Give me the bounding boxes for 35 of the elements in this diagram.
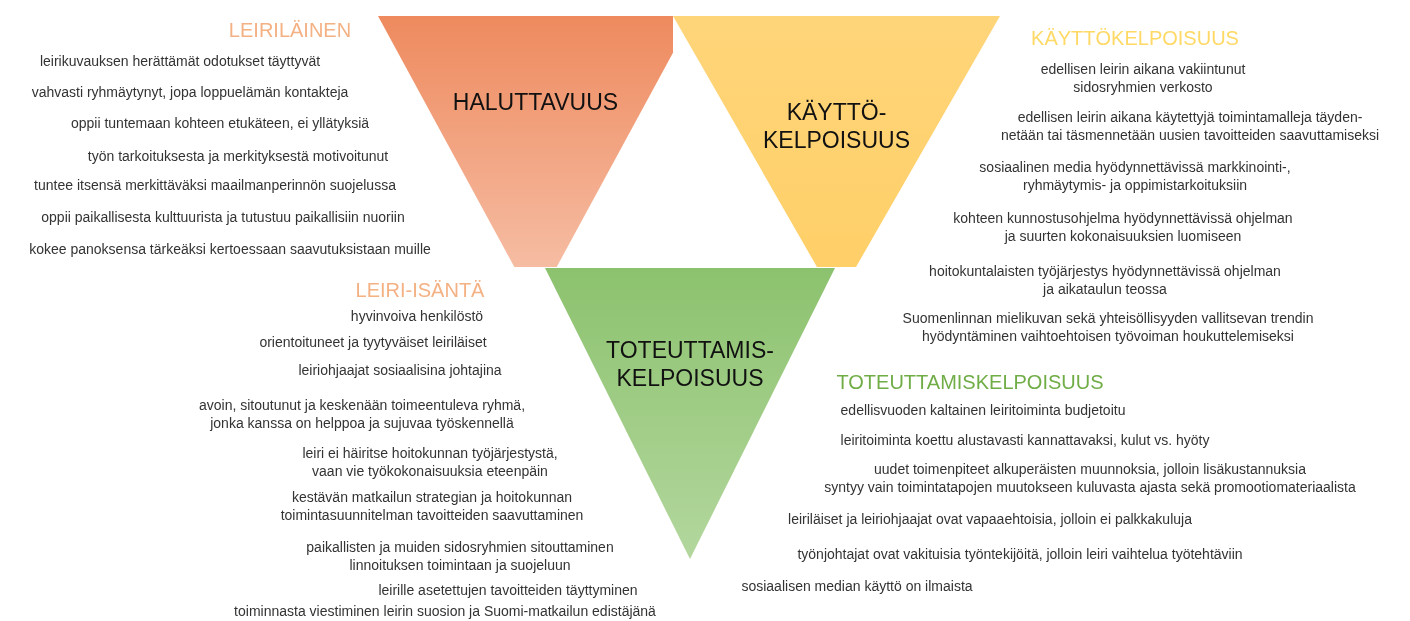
list-item-text: leirikuvauksen herättämät odotukset täyttyvät [39, 52, 321, 70]
list-item-text: vahvasti ryhmäytynyt, jopa loppuelämän kontakteja [31, 83, 349, 101]
list-item-text: oppii tuntemaan kohteen etukäteen, ei yllätyksiä [70, 114, 370, 132]
section-heading: KÄYTTÖKELPOISUUS [1031, 26, 1239, 50]
triangle-title: HALUTTAVUUS [451, 88, 620, 116]
list-item-text: leiritoiminta koettu alustavasti kannattavaksi, kulut vs. hyöty [840, 431, 1210, 449]
section-heading: LEIRI-ISÄNTÄ [355, 278, 485, 302]
list-item-text: sosiaalinen media hyödynnettävissä markkinointi-, ryhmäytymis- ja oppimistarkoituksiin [979, 158, 1291, 194]
list-item-text: edellisen leirin aikana käytettyjä toimintamalleja täyden- netään tai täsmennetään uusien tavoitteiden saavuttamiseksi [1000, 108, 1380, 144]
list-item-text: oppii paikallisesta kulttuurista ja tutustuu paikallisiin nuoriin [41, 208, 405, 226]
list-item-text: leiriläiset ja leiriohjaajat ovat vapaaehtoisia, jolloin ei palkkakuluja [788, 510, 1192, 528]
list-item-text: kokee panoksensa tärkeäksi kertoessaan saavutuksistaan muille [29, 240, 431, 258]
list-item-text: hoitokuntalaisten työjärjestys hyödynnettävissä ohjelman ja aikataulun teossa [929, 262, 1281, 298]
list-item-text: työnjohtajat ovat vakituisia työntekijöitä, jolloin leiri vaihtelua työtehtäviin [797, 545, 1243, 563]
list-item-text: edellisen leirin aikana vakiintunut sidosryhmien verkosto [1040, 60, 1246, 96]
list-item-text: työn tarkoituksesta ja merkityksestä motivoitunut [87, 147, 389, 165]
list-item-text: Suomenlinnan mielikuvan sekä yhteisöllisyyden vallitsevan trendin hyödyntäminen vaihtoehtoisen työvoiman houkuttelemiseksi [902, 309, 1314, 345]
list-item-text: orientoituneet ja tyytyväiset leiriläiset [259, 333, 487, 351]
triangle-title: TOTEUTTAMIS- KELPOISUUS [605, 336, 775, 392]
triangle-title: KÄYTTÖ- KELPOISUUS [762, 98, 911, 154]
list-item-text: avoin, sitoutunut ja keskenään toimeentuleva ryhmä, jonka kanssa on helppoa ja sujuvaa työskennellä [198, 396, 526, 432]
list-item-text: leiri ei häiritse hoitokunnan työjärjestystä, vaan vie työkokonaisuuksia eteenpäin [302, 444, 558, 480]
list-item-text: edellisvuoden kaltainen leiritoiminta budjetoitu [840, 401, 1126, 419]
list-item-text: leiriohjaajat sosiaalisina johtajina [298, 361, 502, 379]
list-item-text: uudet toimenpiteet alkuperäisten muunnoksia, jolloin lisäkustannuksia syntyy vain toimintatapojen muutokseen kuluvasta ajasta sekä promootiomateriaalista [824, 460, 1356, 496]
list-item-text: kohteen kunnostusohjelma hyödynnettävissä ohjelman ja suurten kokonaisuuksien luomiseen [953, 209, 1293, 245]
list-item-text: leirille asetettujen tavoitteiden täyttyminen [378, 581, 638, 599]
list-item-text: hyvinvoiva henkilöstö [350, 307, 484, 325]
list-item-text: sosiaalisen median käyttö on ilmaista [741, 577, 973, 595]
list-item-text: tuntee itsensä merkittäväksi maailmanperinnön suojelussa [34, 176, 396, 194]
list-item-text: kestävän matkailun strategian ja hoitokunnan toimintasuunnitelman tavoitteiden saavuttaminen [280, 488, 584, 524]
list-item-text: paikallisten ja muiden sidosryhmien sitouttaminen linnoituksen toimintaan ja suojeluun [306, 538, 614, 574]
section-heading: LEIRILÄINEN [228, 18, 352, 42]
list-item-text: toiminnasta viestiminen leirin suosion ja Suomi-matkailun edistäjänä [234, 602, 656, 620]
section-heading: TOTEUTTAMISKELPOISUUS [836, 370, 1104, 394]
